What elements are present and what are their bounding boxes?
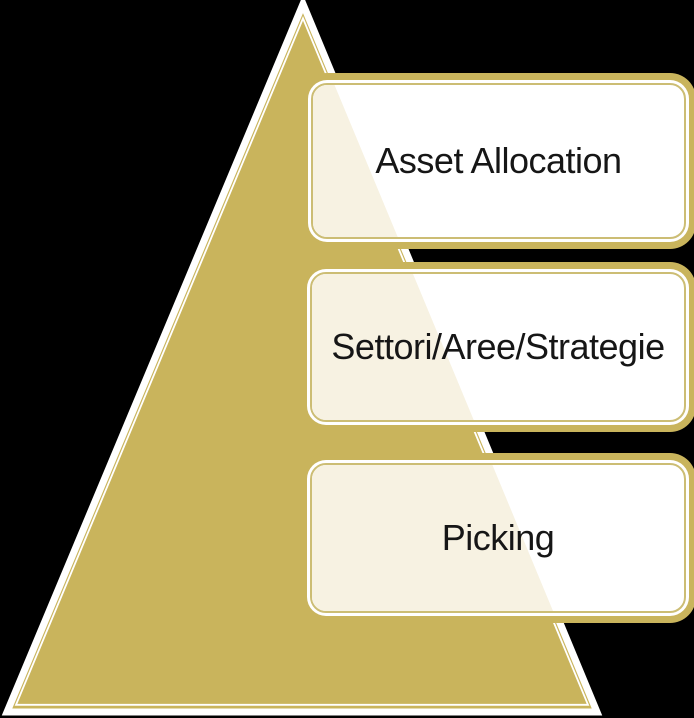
level-box-asset-allocation: Asset Allocation [311, 83, 686, 239]
level-box-settori-aree-strategie: Settori/Aree/Strategie [310, 272, 686, 422]
level-box-picking: Picking [310, 463, 686, 613]
level-label: Asset Allocation [375, 140, 622, 181]
level-label: Picking [441, 517, 555, 558]
level-label: Settori/Aree/Strategie [331, 326, 665, 367]
